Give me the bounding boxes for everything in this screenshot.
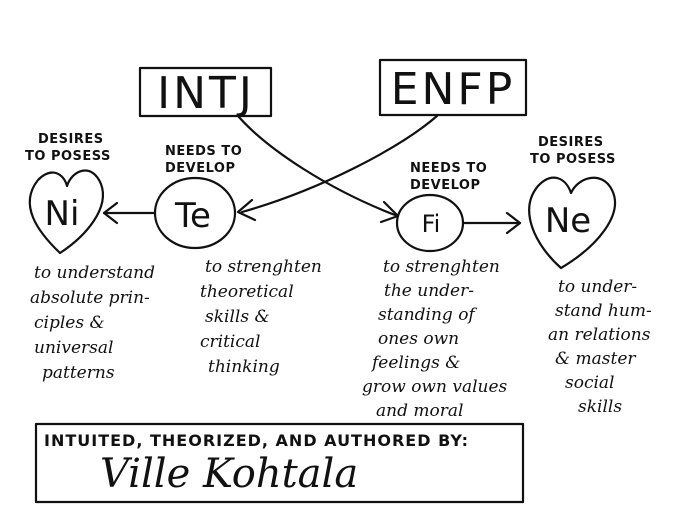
ne-description: to under- stand hum- an relations & mast… — [548, 277, 657, 417]
intj-to-fi-arrow — [236, 114, 397, 217]
left-desires-line-1: DESIRES — [38, 132, 104, 147]
left-needs-line-1: NEEDS TO — [165, 144, 242, 159]
left-desires-line-2: TO POSESS — [25, 149, 111, 164]
ne-heart: Ne — [528, 176, 617, 270]
enfp-to-te-arrowhead — [236, 198, 257, 222]
author-signature: Ville Kohtala — [100, 451, 358, 497]
credit-label: INTUITED, THEORIZED, AND AUTHORED BY: — [44, 431, 469, 450]
ni-heart: Ni — [28, 169, 104, 255]
te-to-ni-arrowhead — [102, 201, 119, 225]
fi-to-ne-arrowhead — [505, 211, 522, 235]
intj-label: INTJ — [157, 68, 255, 119]
enfp-box: ENFP — [378, 58, 528, 117]
left-needs-line-2: DEVELOP — [165, 161, 236, 176]
te-description: to strenghten theoretical skills & criti… — [200, 257, 327, 377]
ne-function-label: Ne — [545, 201, 591, 241]
ni-description: to understand absolute prin- ciples & un… — [30, 263, 160, 383]
left-needs-label: NEEDS TO DEVELOP — [165, 144, 247, 176]
te-function-label: Te — [174, 196, 211, 236]
intj-box: INTJ — [138, 66, 273, 119]
fi-circle: Fi — [395, 193, 465, 253]
right-desires-line-1: DESIRES — [538, 135, 604, 150]
fi-function-label: Fi — [422, 210, 441, 238]
left-desires-label: DESIRES TO POSESS — [25, 132, 111, 164]
credit-box: INTUITED, THEORIZED, AND AUTHORED BY: Vi… — [34, 422, 525, 504]
right-needs-line-1: NEEDS TO — [410, 161, 487, 176]
right-desires-label: DESIRES TO POSESS — [530, 135, 616, 167]
fi-description: to strenghten the under- standing of one… — [362, 257, 513, 421]
right-needs-line-2: DEVELOP — [410, 178, 481, 193]
right-needs-label: NEEDS TO DEVELOP — [410, 161, 492, 193]
enfp-label: ENFP — [391, 64, 516, 115]
te-circle: Te — [153, 176, 237, 250]
enfp-to-te-arrow — [240, 114, 439, 214]
ni-function-label: Ni — [45, 194, 80, 234]
right-desires-line-2: TO POSESS — [530, 152, 616, 167]
